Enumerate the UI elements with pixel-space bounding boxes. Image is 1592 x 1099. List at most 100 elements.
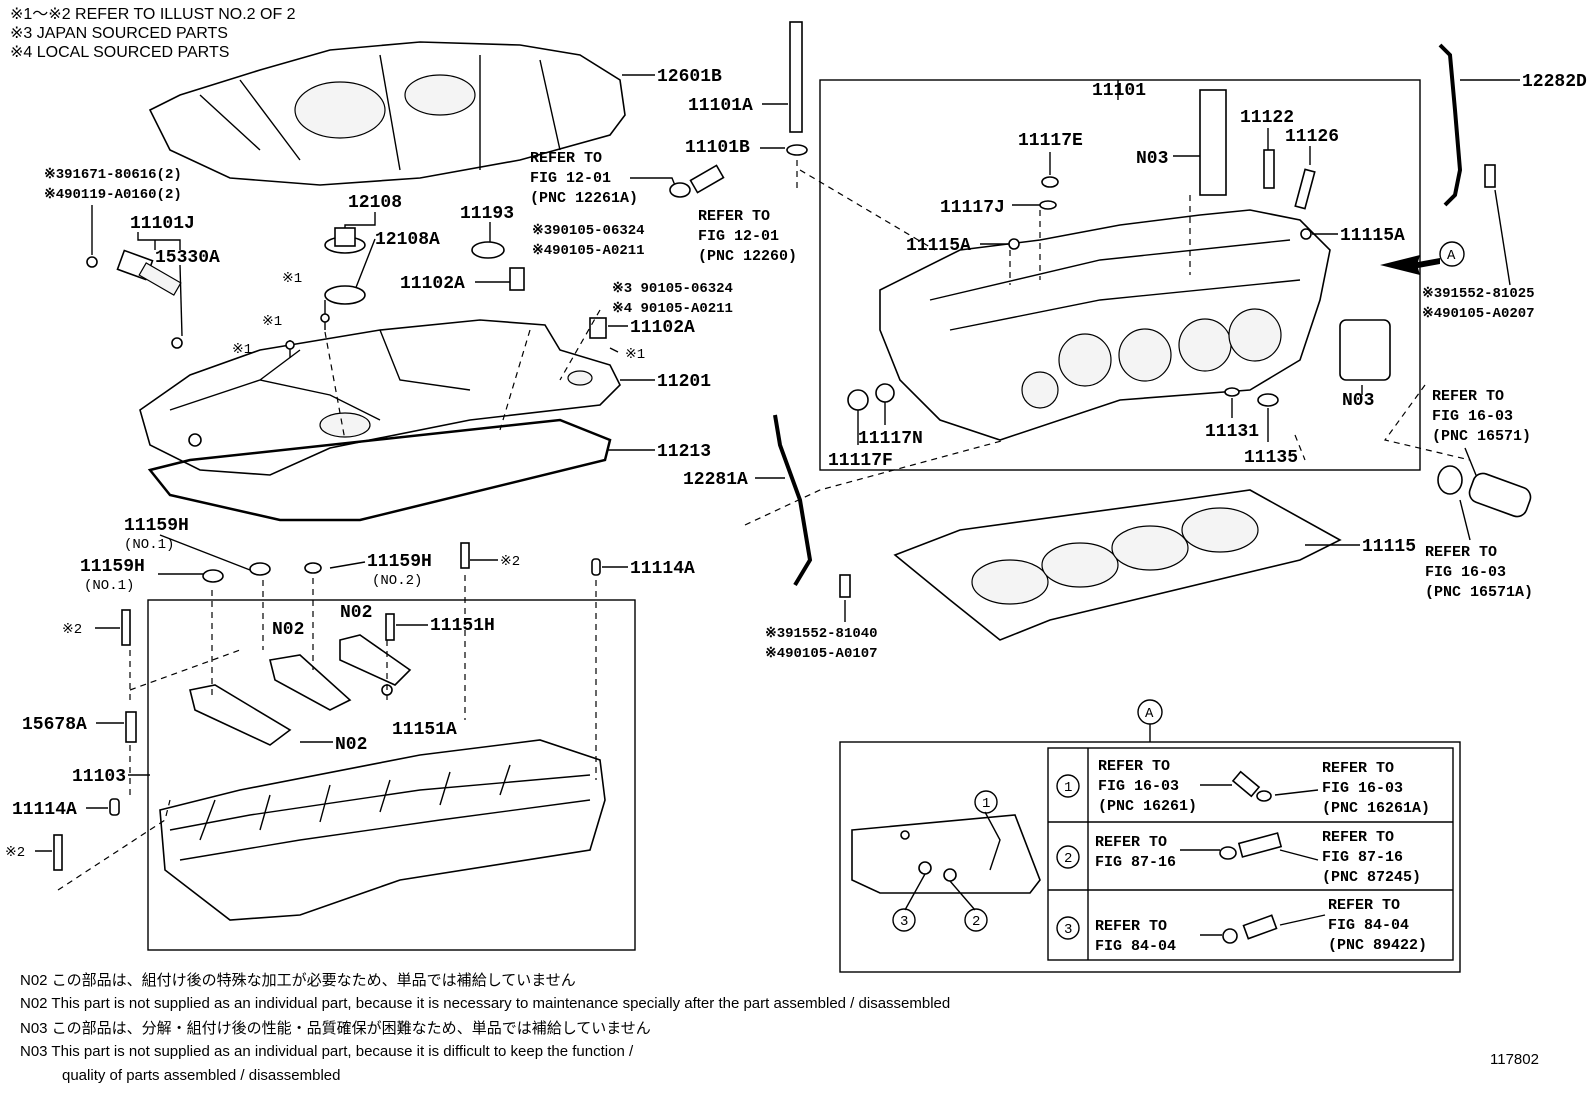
cylinder-head-drawing — [879, 209, 1331, 441]
marker-x2-c: ※2 — [5, 845, 25, 861]
detail-row2-left-1: REFER TO — [1095, 834, 1167, 851]
label-11101J: 11101J — [130, 214, 195, 234]
seal-11193 — [471, 241, 505, 259]
valve-cover-drawing — [139, 319, 621, 476]
footnote-n03-en: N03 This part is not supplied as an indi… — [20, 1043, 634, 1060]
label-11213: 11213 — [657, 442, 711, 462]
label-11159H-2: 11159H — [80, 557, 145, 577]
ocv-valve-drawing — [116, 249, 183, 349]
detail-row1-right-3: (PNC 16261A) — [1322, 800, 1430, 817]
ref-16-03b-line3: (PNC 16571A) — [1425, 584, 1533, 601]
engine-cover-drawing — [148, 41, 626, 186]
label-N03-a: N03 — [1136, 149, 1168, 169]
label-11159H-2-sub: (NO.1) — [84, 578, 134, 594]
gasket-11213 — [147, 418, 612, 522]
label-11114A-2: 11114A — [12, 800, 77, 820]
label-11101: 11101 — [1092, 81, 1146, 101]
ref-16-03a-line3: (PNC 16571) — [1432, 428, 1531, 445]
ref-12-01b-line1: REFER TO — [698, 208, 770, 225]
detail-row3-left-2: FIG 84-04 — [1095, 938, 1176, 955]
ref-16-03a-line1: REFER TO — [1432, 388, 1504, 405]
view-arrow-icon — [1380, 255, 1440, 275]
ref-12-01a-line3: (PNC 12261A) — [530, 190, 638, 207]
sensor-11102A-1 — [509, 267, 525, 291]
detail-row3-left-1: REFER TO — [1095, 918, 1167, 935]
footnote-n03-jp: N03 この部品は、分解・組付け後の性能・品質確保が困難なため、単品では補給して… — [20, 1019, 651, 1037]
detail-A-table — [1047, 747, 1454, 961]
label-11151H: 11151H — [430, 616, 495, 636]
sensor-11102A-2 — [589, 317, 607, 339]
marker-A-circle — [1439, 241, 1465, 267]
detail-row1-num: 1 — [1064, 780, 1072, 796]
label-11101B: 11101B — [685, 138, 750, 158]
label-15678A: 15678A — [22, 715, 87, 735]
label-490105-a: ※490105-A0211 — [532, 243, 645, 259]
label-11159H-3-sub: (NO.2) — [372, 573, 422, 589]
detail-row1-right-2: FIG 16-03 — [1322, 780, 1403, 797]
head-gasket-drawing — [893, 489, 1342, 641]
detail-callout-1: 1 — [982, 796, 990, 812]
label-12601B: 12601B — [657, 67, 722, 87]
detail-row1-right-1: REFER TO — [1322, 760, 1394, 777]
detail-row3-right-3: (PNC 89422) — [1328, 937, 1427, 954]
footnote-n02-jp: N02 この部品は、組付け後の特殊な加工が必要なため、単品では補給していません — [20, 972, 576, 989]
label-11115A-1: 11115A — [906, 236, 971, 256]
pipe-N03-b — [1339, 319, 1391, 381]
label-11117E: 11117E — [1018, 131, 1083, 151]
marker-x2-b: ※2 — [62, 622, 82, 638]
detail-row3-right-1: REFER TO — [1328, 897, 1400, 914]
label-391552-a: ※391552-81025 — [1422, 286, 1535, 302]
label-11151A: 11151A — [392, 720, 457, 740]
detail-A-box — [839, 741, 1461, 973]
ref-12-01a-line1: REFER TO — [530, 150, 602, 167]
label-11117N: 11117N — [858, 429, 923, 449]
label-11122: 11122 — [1240, 108, 1294, 128]
label-11117F: 11117F — [828, 451, 893, 471]
note-local-sourced: ※4 LOCAL SOURCED PARTS — [10, 44, 229, 61]
footnote-n03-en-cont: quality of parts assembled / disassemble… — [62, 1067, 340, 1084]
marker-x1-c: ※1 — [232, 342, 252, 358]
label-N03-b: N03 — [1342, 391, 1374, 411]
detail-row1-left-1: REFER TO — [1098, 758, 1170, 775]
detail-row3-right-2: FIG 84-04 — [1328, 917, 1409, 934]
note-japan-sourced: ※3 JAPAN SOURCED PARTS — [10, 25, 228, 42]
label-11117J: 11117J — [940, 198, 1005, 218]
detail-A-engine-sketch — [851, 811, 1041, 911]
detail-row2-right-2: FIG 87-16 — [1322, 849, 1403, 866]
label-11114A-1: 11114A — [630, 559, 695, 579]
bracket-12282D — [1438, 43, 1463, 207]
marker-x2-a: ※2 — [500, 554, 520, 570]
label-391671: ※391671-80616(2) — [44, 167, 182, 183]
label-11115A-2: 11115A — [1340, 226, 1405, 246]
label-11103: 11103 — [72, 767, 126, 787]
detail-row2-left-2: FIG 87-16 — [1095, 854, 1176, 871]
note-illust-ref: ※1～※2 REFER TO ILLUST NO.2 OF 2 — [10, 6, 296, 23]
footnote-n02-en: N02 This part is not supplied as an indi… — [20, 995, 950, 1012]
label-N02-c: N02 — [335, 735, 367, 755]
pipe-N03 — [1199, 89, 1227, 196]
detail-A-marker: A — [1145, 706, 1154, 722]
label-11131: 11131 — [1205, 422, 1259, 442]
cam-cap-drawing — [189, 634, 412, 746]
label-390105-b: ※3 90105-06324 — [612, 281, 733, 297]
ref-12-01b-line3: (PNC 12260) — [698, 248, 797, 265]
label-11193: 11193 — [460, 204, 514, 224]
marker-x1-b: ※1 — [262, 314, 282, 330]
label-490105-b: ※4 90105-A0211 — [612, 301, 733, 317]
detail-row2-right-3: (PNC 87245) — [1322, 869, 1421, 886]
bolt-11101A — [789, 21, 803, 133]
label-12108: 12108 — [348, 193, 402, 213]
figure-number: 117802 — [1490, 1051, 1539, 1068]
detail-row2-right-1: REFER TO — [1322, 829, 1394, 846]
label-11135: 11135 — [1244, 448, 1298, 468]
label-12282D: 12282D — [1522, 72, 1587, 92]
bracket-12281A — [773, 414, 813, 587]
marker-x1-a: ※1 — [282, 271, 302, 287]
label-11159H-1-sub: (NO.1) — [124, 537, 174, 553]
detail-row3-num: 3 — [1064, 922, 1072, 938]
label-390105-a: ※390105-06324 — [532, 223, 645, 239]
label-490119: ※490119-A0160(2) — [44, 187, 182, 203]
label-11159H-1: 11159H — [124, 516, 189, 536]
detail-row2-num: 2 — [1064, 851, 1072, 867]
label-391552-b: ※391552-81040 — [765, 626, 878, 642]
